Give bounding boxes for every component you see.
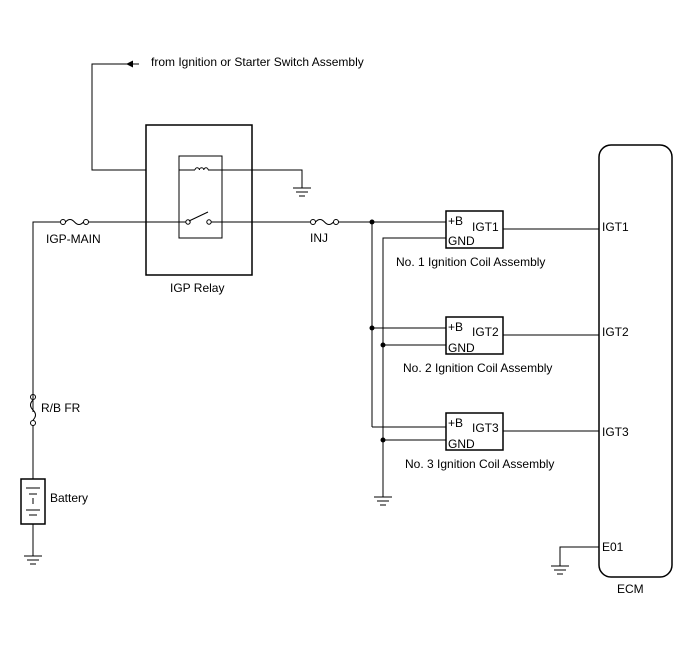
- coil-2-name: No. 2 Ignition Coil Assembly: [403, 361, 552, 375]
- coil-igt: IGT2: [472, 325, 499, 339]
- igp-relay-label: IGP Relay: [170, 281, 224, 295]
- ecm-pin-igt3: IGT3: [602, 425, 629, 439]
- bus-junction: [369, 219, 375, 225]
- ecm-ground-icon: [551, 546, 599, 575]
- battery-icon: [20, 478, 46, 525]
- ignition-coil-3: +B IGT3 GND: [445, 412, 504, 451]
- ignition-coil-1: +B IGT1 GND: [445, 210, 504, 249]
- ecm-pin-igt2: IGT2: [602, 325, 629, 339]
- coil-igt: IGT3: [472, 421, 499, 435]
- coil-gnd: GND: [448, 234, 475, 248]
- coil-igt: IGT1: [472, 220, 499, 234]
- switch-feed-wire: [91, 60, 180, 171]
- from-switch-label: from Ignition or Starter Switch Assembly: [151, 55, 364, 69]
- coil-plus-b: +B: [448, 416, 463, 430]
- relay-ground-icon: [222, 169, 311, 197]
- battery-ground-icon: [24, 524, 42, 565]
- ignition-coil-2: +B IGT2 GND: [445, 316, 504, 355]
- coil-plus-b: +B: [448, 320, 463, 334]
- coil-ground-icon: [374, 496, 392, 506]
- coil-gnd: GND: [448, 437, 475, 451]
- ecm-label: ECM: [617, 582, 644, 596]
- coil-gnd: GND: [448, 341, 475, 355]
- rb-fr-fusible-link-icon: [30, 394, 36, 426]
- igp-relay-inner: [178, 155, 223, 239]
- rb-fr-label: R/B FR: [41, 401, 81, 415]
- ecm-box: [598, 144, 673, 578]
- coil-3-name: No. 3 Ignition Coil Assembly: [405, 457, 554, 471]
- bus-junction: [369, 325, 375, 331]
- battery-label: Battery: [50, 491, 88, 505]
- igp-relay-box: [145, 124, 253, 276]
- gnd-junction: [380, 342, 386, 348]
- coil-1-name: No. 1 Ignition Coil Assembly: [396, 255, 545, 269]
- gnd-junction: [380, 437, 386, 443]
- ecm-pin-igt1: IGT1: [602, 220, 629, 234]
- igp-main-label: IGP-MAIN: [46, 232, 101, 246]
- ecm-pin-e01: E01: [602, 540, 624, 554]
- coil-plus-b: +B: [448, 214, 463, 228]
- relay-coil-icon: [179, 167, 222, 171]
- inj-fuse-icon: [310, 219, 339, 225]
- inj-label: INJ: [310, 231, 328, 245]
- igp-main-fuse-icon: [60, 219, 89, 225]
